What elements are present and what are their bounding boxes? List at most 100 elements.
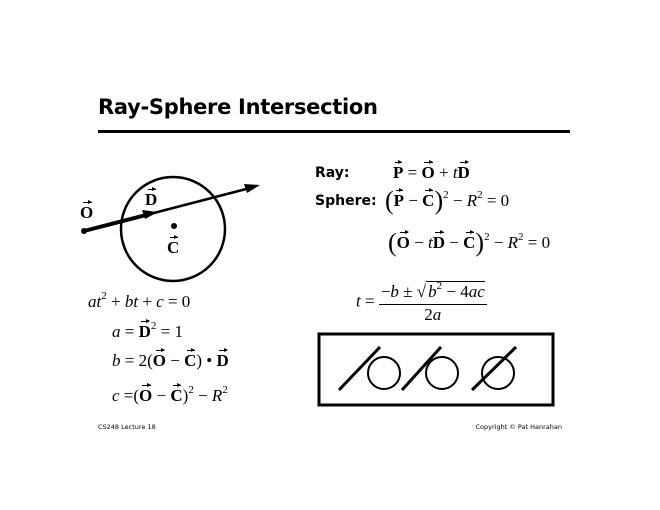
operator: −: [489, 233, 508, 252]
sphere-label: Sphere:: [315, 193, 377, 209]
operator: =: [120, 322, 139, 341]
vector-symbol: C: [184, 348, 197, 370]
variable: at: [88, 292, 102, 311]
slide-title: Ray-Sphere Intersection: [98, 95, 378, 119]
exponent: 2: [436, 280, 443, 292]
vector-symbol: C: [422, 188, 435, 210]
variable: ac: [468, 282, 485, 301]
discriminant: b2 − 4ac: [426, 280, 485, 301]
exponent: 2: [477, 189, 483, 201]
numerator-prefix: −b ±: [381, 282, 417, 301]
operator: 2: [424, 305, 433, 324]
quadratic-solution: t = −b ± √b2 − 4ac 2a: [356, 280, 487, 325]
operator: =(: [119, 386, 140, 405]
case-tangent-circle: [425, 356, 459, 390]
vector-symbol: D: [432, 230, 446, 252]
ray-equation: P = O + tD: [393, 160, 470, 183]
a-definition: a = D2 = 1: [112, 319, 183, 342]
vector-symbol: C: [463, 230, 476, 252]
ray-label: Ray:: [315, 165, 350, 181]
operator: =: [403, 163, 422, 182]
operator: −: [404, 191, 423, 210]
operator: −: [409, 233, 428, 252]
exponent: 2: [484, 231, 490, 243]
vector-symbol: P: [393, 160, 404, 182]
operator: =: [360, 291, 379, 311]
vector-symbol: C: [170, 383, 183, 405]
operator: −: [165, 351, 185, 370]
variable: t: [452, 163, 458, 182]
vector-symbol: D: [216, 348, 229, 370]
operator: ±: [398, 282, 417, 301]
case-hit-circle: [481, 356, 515, 390]
exponent: 2: [443, 189, 449, 201]
solution-numerator: −b ± √b2 − 4ac: [378, 280, 487, 305]
operator: −: [445, 233, 464, 252]
case-miss-ray: [337, 345, 382, 392]
operator: +: [434, 163, 453, 182]
operator: = 0: [163, 292, 191, 311]
variable: b: [390, 282, 399, 301]
operator: = 0: [523, 233, 551, 252]
operator: −: [380, 282, 391, 301]
operator: +: [138, 292, 157, 311]
operator: +: [106, 292, 125, 311]
exponent: 2: [150, 320, 157, 332]
origin-label: O: [80, 200, 94, 222]
cases-box: [317, 332, 555, 407]
variable: a: [432, 305, 442, 324]
operator: ) •: [196, 351, 217, 370]
variable: b: [112, 351, 121, 370]
vector-symbol: D: [457, 160, 470, 182]
case-tangent-ray: [400, 345, 443, 392]
vector-symbol: P: [393, 188, 405, 210]
footer-copyright: Copyright © Pat Hanrahan: [475, 423, 563, 431]
case-miss-circle: [367, 356, 401, 390]
variable: b: [428, 282, 437, 301]
exponent: 2: [101, 290, 107, 302]
exponent: 2: [222, 384, 228, 396]
variable: R: [466, 191, 478, 210]
footer-course: CS248 Lecture 18: [98, 423, 156, 431]
center-point: [171, 223, 177, 229]
b-definition: b = 2(O − C) • D: [112, 348, 229, 371]
solution-denominator: 2a: [424, 305, 441, 325]
variable: c: [112, 386, 120, 405]
variable: bt: [124, 292, 139, 311]
substituted-equation: (O − tD − C)2 − R2 = 0: [388, 228, 550, 258]
parenthesis: (: [385, 186, 394, 215]
exponent: 2: [188, 384, 194, 396]
direction-label: D: [145, 187, 158, 209]
vector-symbol: O: [152, 348, 166, 370]
operator: −: [152, 386, 171, 405]
vector-symbol: O: [139, 383, 153, 405]
solution-lhs: t =: [356, 291, 379, 310]
variable: a: [112, 322, 121, 341]
parenthesis: ): [434, 186, 444, 215]
operator: −: [193, 386, 212, 405]
parenthesis: (: [388, 228, 397, 257]
operator: = 1: [156, 322, 183, 341]
variable: c: [156, 292, 164, 311]
operator: − 4: [442, 282, 469, 301]
vector-symbol: O: [396, 230, 410, 252]
c-definition: c =(O − C)2 − R2: [112, 383, 228, 406]
exponent: 2: [518, 231, 524, 243]
operator: −: [448, 191, 467, 210]
operator: = 0: [482, 191, 510, 210]
quadratic-equation: at2 + bt + c = 0: [88, 290, 190, 312]
center-label: C: [167, 235, 180, 257]
variable: R: [211, 386, 223, 405]
case-hit-ray: [470, 345, 518, 392]
title-rule: [98, 130, 570, 133]
variable: t: [428, 233, 433, 252]
variable: t: [356, 291, 361, 311]
variable: R: [507, 233, 519, 252]
sphere-circle: [119, 175, 227, 283]
direction-segment: [83, 212, 151, 233]
ray-line: [149, 186, 251, 216]
parenthesis: ): [475, 228, 485, 257]
ray-arrowhead: [244, 184, 260, 193]
operator: ): [182, 386, 189, 405]
